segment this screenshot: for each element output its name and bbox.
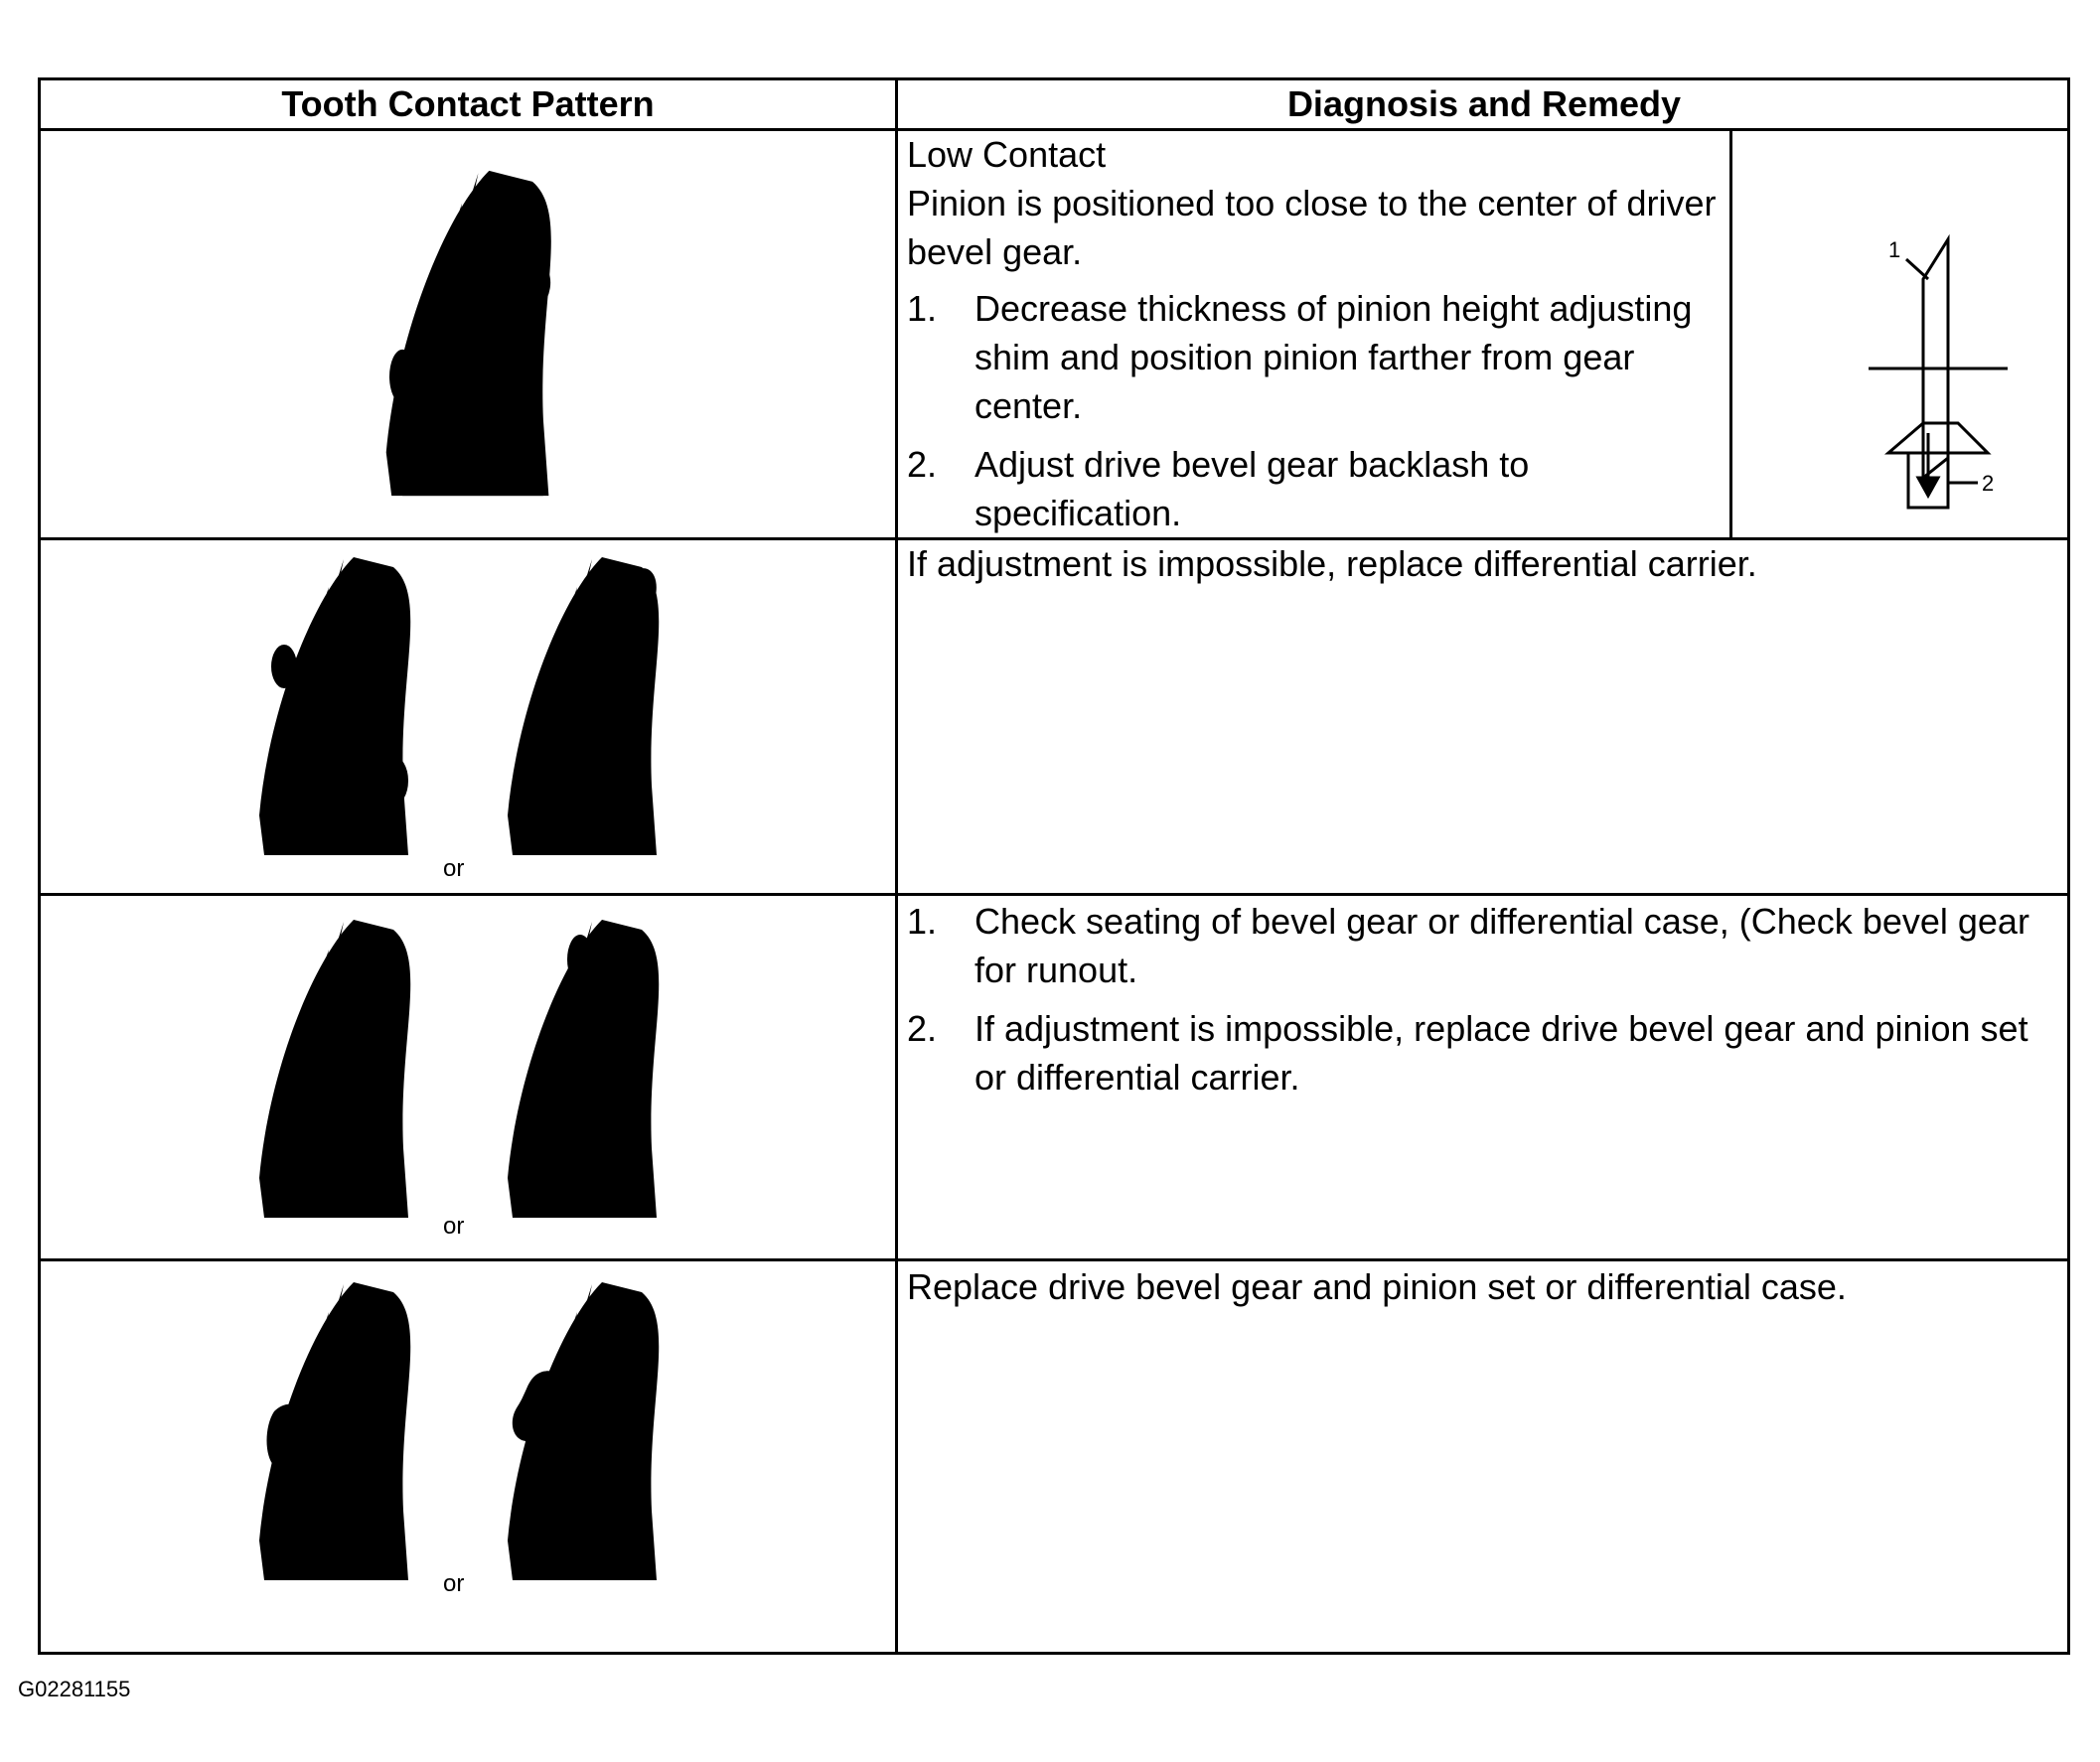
row3-text: 1.Check seating of bevel gear or differe… xyxy=(907,897,2064,1111)
tooth-contact-toe-heel-icon-b xyxy=(503,557,662,855)
row4-text: Replace drive bevel gear and pinion set … xyxy=(907,1266,1847,1307)
row-divider-2 xyxy=(41,893,2070,896)
header-divider xyxy=(41,128,2070,131)
row3-step-1: 1.Check seating of bevel gear or differe… xyxy=(907,901,2029,990)
row1-title: Low Contact xyxy=(907,134,1107,175)
tooth-contact-uneven-icon-a xyxy=(254,920,413,1218)
tooth-contact-uneven-icon-b xyxy=(503,920,662,1218)
or-label-row3: or xyxy=(443,1213,465,1240)
diagram-divider xyxy=(1729,128,1732,537)
row1-step-1: 1.Decrease thickness of pinion height ad… xyxy=(907,288,1693,426)
row1-text: Low Contact Pinion is positioned too clo… xyxy=(907,130,1722,547)
header-tooth-contact-pattern: Tooth Contact Pattern xyxy=(281,83,655,124)
tooth-contact-low-icon xyxy=(380,170,554,497)
row-divider-1 xyxy=(41,537,2070,540)
header-diagnosis-remedy: Diagnosis and Remedy xyxy=(1286,83,1682,124)
or-label-row4: or xyxy=(443,1570,465,1597)
row-divider-3 xyxy=(41,1258,2070,1261)
row1-intro: Pinion is positioned too close to the ce… xyxy=(907,183,1717,272)
row3-step-2: 2.If adjustment is impossible, replace d… xyxy=(907,1008,2028,1098)
or-label-row2: or xyxy=(443,855,465,882)
row1-step-2: 2.Adjust drive bevel gear backlash to sp… xyxy=(907,444,1530,533)
tooth-contact-irregular-icon-a xyxy=(254,1282,413,1580)
diagnosis-table: Tooth Contact Pattern Diagnosis and Reme… xyxy=(38,77,2070,1655)
pinion-position-diagram: 1 2 xyxy=(1869,233,2008,510)
tooth-contact-toe-heel-icon-a xyxy=(254,557,413,855)
figure-code: G02281155 xyxy=(18,1677,131,1701)
tooth-contact-irregular-icon-b xyxy=(503,1282,662,1580)
row2-text: If adjustment is impossible, replace dif… xyxy=(907,543,1757,584)
label-2: 2 xyxy=(1982,471,1994,496)
column-divider xyxy=(895,80,898,1655)
label-1: 1 xyxy=(1888,237,1900,262)
